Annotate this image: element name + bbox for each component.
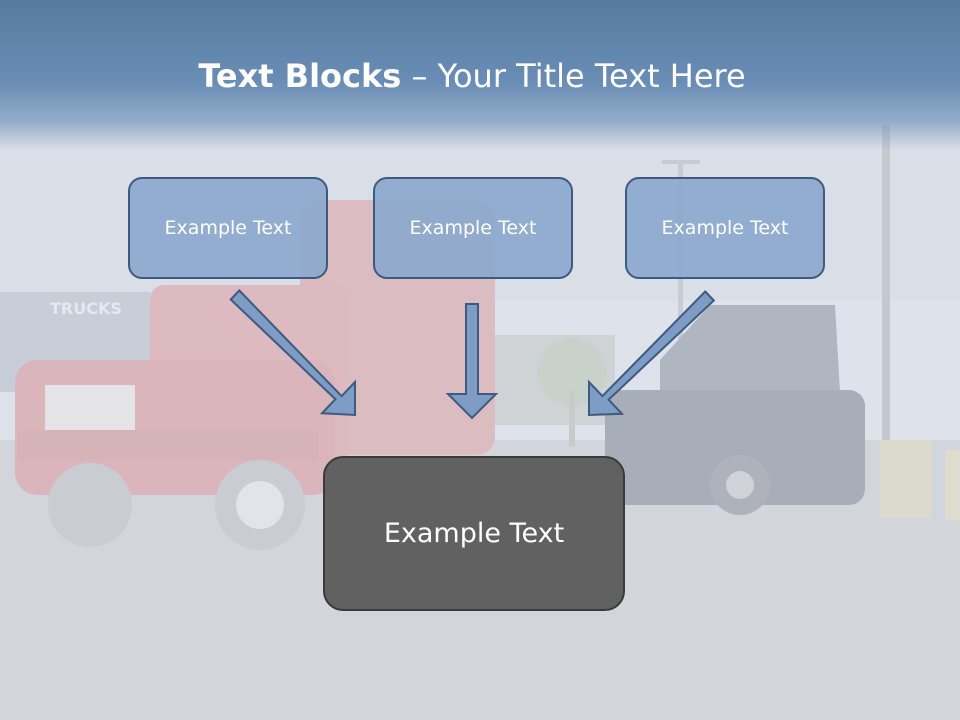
arrow-left — [229, 289, 356, 417]
slide-title: Text Blocks – Your Title Text Here — [0, 52, 944, 100]
text-block-bottom-label: Example Text — [383, 518, 565, 549]
text-block-right[interactable]: Example Text — [625, 177, 825, 279]
text-block-left-label: Example Text — [164, 217, 292, 239]
arrow-center — [445, 303, 499, 420]
text-block-left[interactable]: Example Text — [128, 177, 328, 279]
header-band — [0, 0, 960, 150]
arrow-right — [588, 290, 716, 417]
text-block-right-label: Example Text — [661, 217, 789, 239]
title-rest: – Your Title Text Here — [401, 57, 746, 95]
title-bold: Text Blocks — [198, 57, 402, 95]
text-block-center-label: Example Text — [409, 217, 537, 239]
trucks-sign: TRUCKS — [50, 299, 122, 318]
text-block-center[interactable]: Example Text — [373, 177, 573, 279]
text-block-bottom[interactable]: Example Text — [323, 456, 625, 611]
